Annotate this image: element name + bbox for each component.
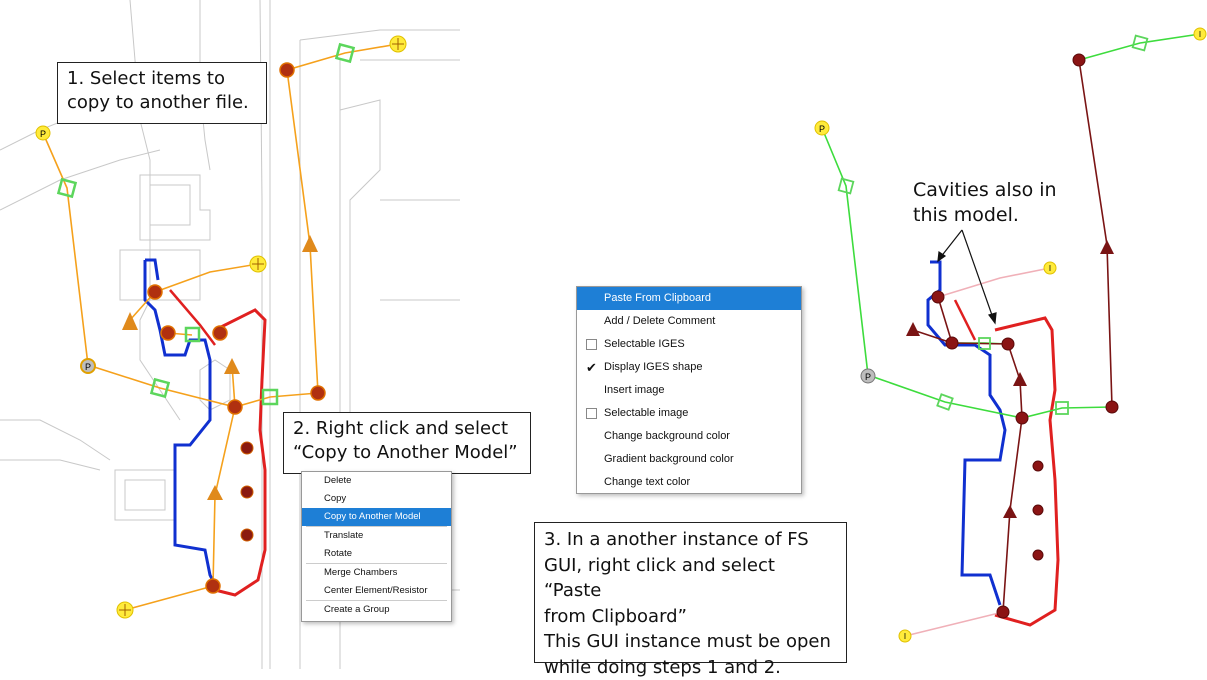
chamber-node-icon — [228, 400, 242, 414]
menu-item-selectable-iges[interactable]: Selectable IGES — [577, 333, 801, 356]
fan-icon — [1100, 240, 1114, 254]
fan-icon — [1013, 372, 1027, 386]
step1-line: 1. Select items to — [67, 67, 257, 91]
checkbox-icon[interactable] — [586, 408, 597, 419]
checkmark-icon[interactable]: ✔ — [586, 356, 597, 379]
menu-item-gradient-background-color[interactable]: Gradient background color — [577, 448, 801, 471]
chamber-node-icon — [946, 337, 958, 349]
pressure-node-icon: P — [815, 121, 829, 135]
step2-callout: 2. Right click and select “Copy to Anoth… — [283, 412, 531, 474]
step3-line: while doing steps 1 and 2. — [544, 655, 837, 680]
menu-item-merge-chambers[interactable]: Merge Chambers — [302, 564, 451, 582]
chamber-node-icon — [1106, 401, 1118, 413]
chamber-node-icon — [161, 326, 175, 340]
cavity-node-icon — [1033, 461, 1043, 471]
step1-callout: 1. Select items to copy to another file. — [57, 62, 267, 124]
menu-item-label: Selectable image — [604, 407, 688, 419]
cavity-node-icon — [241, 486, 253, 498]
annotation-arrows — [938, 230, 996, 323]
menu-item-change-text-color[interactable]: Change text color — [577, 471, 801, 494]
fan-icon — [302, 235, 318, 252]
note-line: this model. — [913, 203, 1057, 228]
step3-line: GUI, right click and select “Paste — [544, 553, 837, 604]
svg-text:P: P — [85, 362, 91, 372]
red-branch-right[interactable] — [955, 300, 975, 340]
menu-item-selectable-image[interactable]: Selectable image — [577, 402, 801, 425]
step2-line: “Copy to Another Model” — [293, 441, 521, 465]
menu-item-display-iges-shape[interactable]: ✔ Display IGES shape — [577, 356, 801, 379]
fixed-node-icon — [390, 36, 406, 52]
menu-item-add-delete-comment[interactable]: Add / Delete Comment — [577, 310, 801, 333]
menu-item-delete[interactable]: Delete — [302, 472, 451, 490]
red-cavity-left[interactable] — [215, 310, 265, 595]
svg-text:I: I — [1199, 30, 1201, 39]
menu-item-copy-to-another-model[interactable]: Copy to Another Model — [302, 508, 451, 526]
fixed-node-icon: I — [1044, 262, 1056, 274]
fan-icon — [207, 485, 223, 500]
menu-item-change-background-color[interactable]: Change background color — [577, 425, 801, 448]
pressure-node-icon: P — [36, 126, 50, 140]
source-context-menu[interactable]: Delete Copy Copy to Another Model Transl… — [301, 471, 452, 622]
menu-item-translate[interactable]: Translate — [302, 527, 451, 545]
cavity-node-icon — [1033, 550, 1043, 560]
fixed-node-icon — [117, 602, 133, 618]
chamber-node-icon — [1002, 338, 1014, 350]
red-cavity-right[interactable] — [995, 318, 1058, 625]
checkbox-icon[interactable] — [586, 339, 597, 350]
menu-item-label: Display IGES shape — [604, 361, 702, 373]
chamber-node-icon — [206, 579, 220, 593]
svg-text:P: P — [865, 372, 871, 382]
chamber-node-icon — [1073, 54, 1085, 66]
cavity-node-icon — [1033, 505, 1043, 515]
fan-icon — [906, 322, 920, 336]
chamber-node-icon — [311, 386, 325, 400]
menu-item-copy[interactable]: Copy — [302, 490, 451, 508]
chamber-node-icon — [932, 291, 944, 303]
blue-cavity-left-top[interactable] — [145, 260, 158, 280]
cavity-node-icon — [241, 442, 253, 454]
svg-text:I: I — [904, 632, 906, 641]
step1-line: copy to another file. — [67, 91, 257, 115]
note-line: Cavities also in — [913, 178, 1057, 203]
chamber-node-icon — [213, 326, 227, 340]
menu-item-paste-from-clipboard[interactable]: Paste From Clipboard — [577, 287, 801, 310]
target-context-menu[interactable]: Paste From Clipboard Add / Delete Commen… — [576, 286, 802, 494]
menu-item-create-group[interactable]: Create a Group — [302, 601, 451, 619]
svg-text:P: P — [819, 124, 825, 134]
pressure-node-icon: P — [81, 359, 95, 373]
menu-item-center-element-resistor[interactable]: Center Element/Resistor — [302, 582, 451, 600]
step3-line: 3. In a another instance of FS — [544, 527, 837, 553]
nodes-right[interactable]: P P I I I — [815, 28, 1206, 642]
chamber-node-icon — [280, 63, 294, 77]
red-branch-left[interactable] — [170, 290, 215, 345]
menu-item-insert-image[interactable]: Insert image — [577, 379, 801, 402]
maroon-branches[interactable] — [913, 60, 1112, 612]
chamber-node-icon — [148, 285, 162, 299]
step3-line: from Clipboard” — [544, 604, 837, 630]
cavity-node-icon — [241, 529, 253, 541]
svg-text:P: P — [40, 129, 46, 139]
fixed-node-icon: I — [899, 630, 911, 642]
blue-cavity-left[interactable] — [145, 260, 215, 585]
pressure-node-icon: P — [861, 369, 875, 383]
step3-line: This GUI instance must be open — [544, 629, 837, 655]
step3-callout: 3. In a another instance of FS GUI, righ… — [534, 522, 847, 663]
step2-line: 2. Right click and select — [293, 417, 521, 441]
cavities-note: Cavities also in this model. — [913, 178, 1057, 228]
fan-icon — [224, 358, 240, 374]
fixed-node-icon — [250, 256, 266, 272]
menu-item-rotate[interactable]: Rotate — [302, 545, 451, 563]
menu-item-label: Selectable IGES — [604, 338, 685, 350]
chamber-node-icon — [1016, 412, 1028, 424]
fan-icon — [1003, 505, 1017, 518]
fixed-node-icon: I — [1194, 28, 1206, 40]
chamber-node-icon — [997, 606, 1009, 618]
svg-text:I: I — [1049, 264, 1051, 273]
